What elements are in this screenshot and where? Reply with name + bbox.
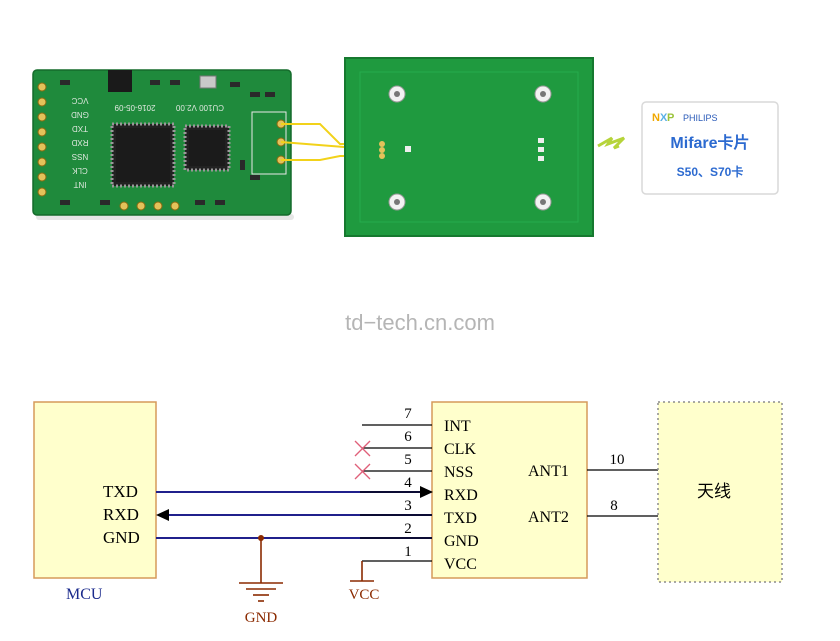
chip-pin-name: VCC — [444, 556, 477, 573]
gnd-label: GND — [245, 610, 278, 626]
svg-text:P: P — [667, 112, 674, 124]
chip-pin-name: GND — [444, 533, 479, 550]
chip-pin-name: NSS — [444, 464, 473, 481]
chip-pin-name: CLK — [444, 441, 476, 458]
main-ic — [110, 122, 176, 188]
rf-ic — [183, 124, 231, 172]
silk-pin-label: NSS — [72, 152, 88, 161]
no-connect-marks — [354, 440, 371, 480]
card-outline — [641, 101, 779, 195]
svg-text:N: N — [652, 112, 660, 124]
arrow-right-icon — [420, 486, 433, 498]
card-brand: PHILIPS — [683, 113, 718, 123]
smd-components — [60, 80, 275, 205]
chip-pin-number: 6 — [404, 429, 412, 445]
antenna-label: 天线 — [697, 482, 731, 501]
no-connect-x-icon — [354, 463, 371, 480]
chip-pin-name: RXD — [444, 487, 478, 504]
antenna-board — [344, 57, 594, 237]
chip-pin-name: INT — [444, 418, 471, 435]
ant-pin-number: 8 — [610, 498, 618, 514]
ant-pin-name: ANT2 — [528, 509, 569, 526]
chip-pin-name: TXD — [444, 510, 477, 527]
wireless-signal-icon — [597, 136, 626, 150]
vcc-symbol-icon — [350, 561, 374, 582]
chip-pin-number: 4 — [404, 475, 412, 491]
ant-pin-number: 10 — [610, 452, 625, 468]
chip-pin-number: 7 — [404, 406, 412, 422]
chip-pin-names: INT CLK NSS RXD TXD GND VCC — [444, 418, 479, 573]
ant-pin-name: ANT1 — [528, 463, 569, 480]
mcu-pin-label: GND — [103, 528, 140, 547]
no-connect-x-icon — [354, 440, 371, 457]
reader-chip-box — [431, 401, 588, 579]
card-subtitle: S50、S70卡 — [677, 164, 744, 179]
silk-pin-label: VCC — [71, 96, 88, 105]
ground-symbol-icon — [239, 538, 283, 602]
nxp-logo: N X P — [652, 112, 674, 124]
silk-date: 2016-05-09 — [114, 103, 155, 112]
silk-pin-label: INT — [73, 180, 86, 189]
svg-text:X: X — [660, 112, 668, 124]
silk-pin-label: RXD — [71, 138, 88, 147]
mcu-pin-label: RXD — [103, 505, 139, 524]
chip-pin-number: 5 — [404, 452, 412, 468]
mcu-label: MCU — [66, 586, 103, 603]
silk-version: CU100 V2.00 — [175, 103, 224, 112]
silk-pin-label: TXD — [72, 124, 88, 133]
antenna-board-photo — [344, 57, 594, 237]
mifare-card: N X P PHILIPS Mifare卡片 S50、S70卡 — [641, 101, 779, 195]
bottom-header-holes — [119, 201, 180, 211]
schematic: TXD RXD GND MCU INT CLK NSS RXD TXD GND … — [33, 401, 783, 626]
crystal — [199, 75, 217, 89]
vcc-label: VCC — [349, 587, 380, 603]
chip-pin-stubs — [362, 424, 432, 562]
watermark: td−tech.cn.com — [345, 310, 495, 335]
chip-pin-number: 2 — [404, 521, 412, 537]
card-title: Mifare卡片 — [670, 133, 749, 152]
chip-pin-number: 3 — [404, 498, 412, 514]
antenna-box — [657, 401, 783, 583]
module-silkscreen-labels: VCC GND TXD RXD NSS CLK INT CU100 V2.00 … — [71, 96, 224, 189]
arrow-left-icon — [156, 509, 169, 521]
mcu-box — [33, 401, 157, 579]
regulator-chip — [108, 70, 132, 92]
chip-pin-numbers: 7 6 5 4 3 2 1 — [404, 406, 412, 560]
chip-pin-number: 1 — [404, 544, 412, 560]
silk-pin-label: CLK — [72, 166, 88, 175]
silk-pin-label: GND — [71, 110, 89, 119]
reader-module-photo: VCC GND TXD RXD NSS CLK INT CU100 V2.00 … — [32, 69, 294, 220]
mcu-pin-label: TXD — [103, 482, 138, 501]
left-header-holes — [37, 82, 47, 197]
